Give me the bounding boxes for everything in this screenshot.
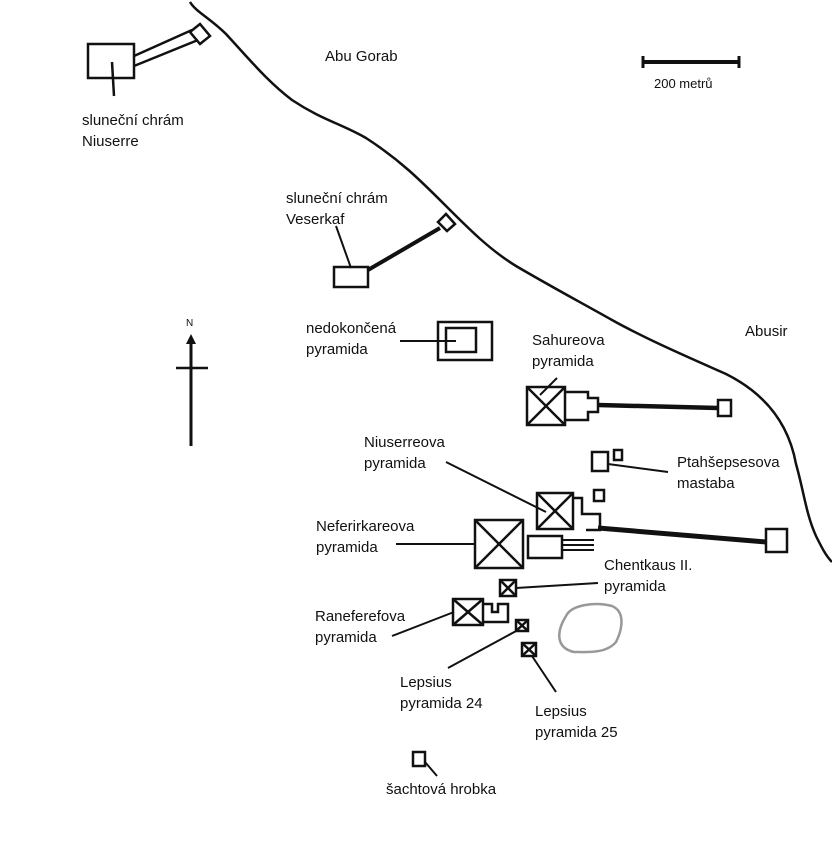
label-neferirkare-pyramid: Neferirkareova pyramida: [316, 516, 414, 558]
label-line: Raneferefova: [315, 608, 406, 625]
label-line: sluneční chrám: [286, 190, 388, 207]
causeway-shape: [597, 525, 789, 554]
lepsius-25-shape: [520, 641, 557, 693]
label-lepsius-24: Lepsius pyramida 24: [400, 672, 483, 714]
label-line: pyramida: [364, 455, 426, 472]
label-line: Lepsius: [535, 703, 587, 720]
nile-bank-line: [188, 1, 832, 563]
label-line: pyramida 25: [535, 724, 618, 741]
lepsius-24-shape: [447, 618, 530, 669]
khentkaus-pyramid-shape: [498, 578, 599, 598]
label-ptahshepses-mastaba: Ptahšepsesova mastaba: [677, 452, 780, 494]
label-sun-temple-niuserre: sluneční chrám Niuserre: [82, 110, 184, 152]
sahure-pyramid-shape: [525, 377, 733, 427]
label-line: Niuserreova: [364, 434, 445, 451]
label-line: Ptahšepsesova: [677, 454, 780, 471]
label-line: Chentkaus II.: [604, 557, 693, 574]
neferirkare-pyramid-shape: [396, 518, 594, 570]
north-label: N: [186, 318, 194, 329]
label-unfinished-pyramid: nedokončená pyramida: [306, 318, 396, 360]
label-line: mastaba: [677, 475, 735, 492]
label-line: pyramida: [532, 353, 594, 370]
shaft-tomb-shape: [411, 750, 438, 777]
label-line: Veserkaf: [286, 211, 345, 228]
sun-temple-userkaf-shape: [332, 212, 457, 289]
label-raneferef-pyramid: Raneferefova pyramida: [315, 606, 405, 648]
label-khentkaus-pyramid: Chentkaus II. pyramida: [604, 555, 692, 597]
scale-bar: [641, 56, 741, 68]
label-sahure-pyramid: Sahureova pyramida: [532, 330, 605, 372]
label-line: Lepsius: [400, 674, 452, 691]
label-line: šachtová hrobka: [386, 781, 497, 798]
raneferef-pyramid-shape: [391, 597, 510, 637]
label-line: pyramida 24: [400, 695, 483, 712]
sun-temple-niuserre-shape: [86, 22, 212, 97]
label-line: pyramida: [315, 629, 377, 646]
label-niuserre-pyramid: Niuserreova pyramida: [364, 432, 445, 474]
scale-label: 200 metrů: [654, 76, 713, 91]
niuserre-pyramid-shape: [445, 461, 602, 532]
place-label-abu-gorab: Abu Gorab: [325, 48, 398, 65]
label-line: pyramida: [604, 578, 666, 595]
abusir-lake-outline: [558, 602, 623, 654]
label-line: Sahureova: [532, 332, 605, 349]
north-arrow: [176, 334, 208, 446]
unfinished-pyramid-shape: [400, 320, 494, 362]
label-lepsius-25: Lepsius pyramida 25: [535, 701, 618, 743]
label-line: nedokončená: [306, 320, 397, 337]
label-shaft-tomb: šachtová hrobka: [386, 779, 496, 800]
place-label-abusir: Abusir: [745, 323, 788, 340]
label-line: pyramida: [306, 341, 368, 358]
ptahshepses-mastaba-shape: [590, 448, 669, 503]
label-line: Niuserre: [82, 133, 139, 150]
label-sun-temple-userkaf: sluneční chrám Veserkaf: [286, 188, 388, 230]
label-line: Neferirkareova: [316, 518, 415, 535]
label-line: pyramida: [316, 539, 378, 556]
label-line: sluneční chrám: [82, 112, 184, 129]
